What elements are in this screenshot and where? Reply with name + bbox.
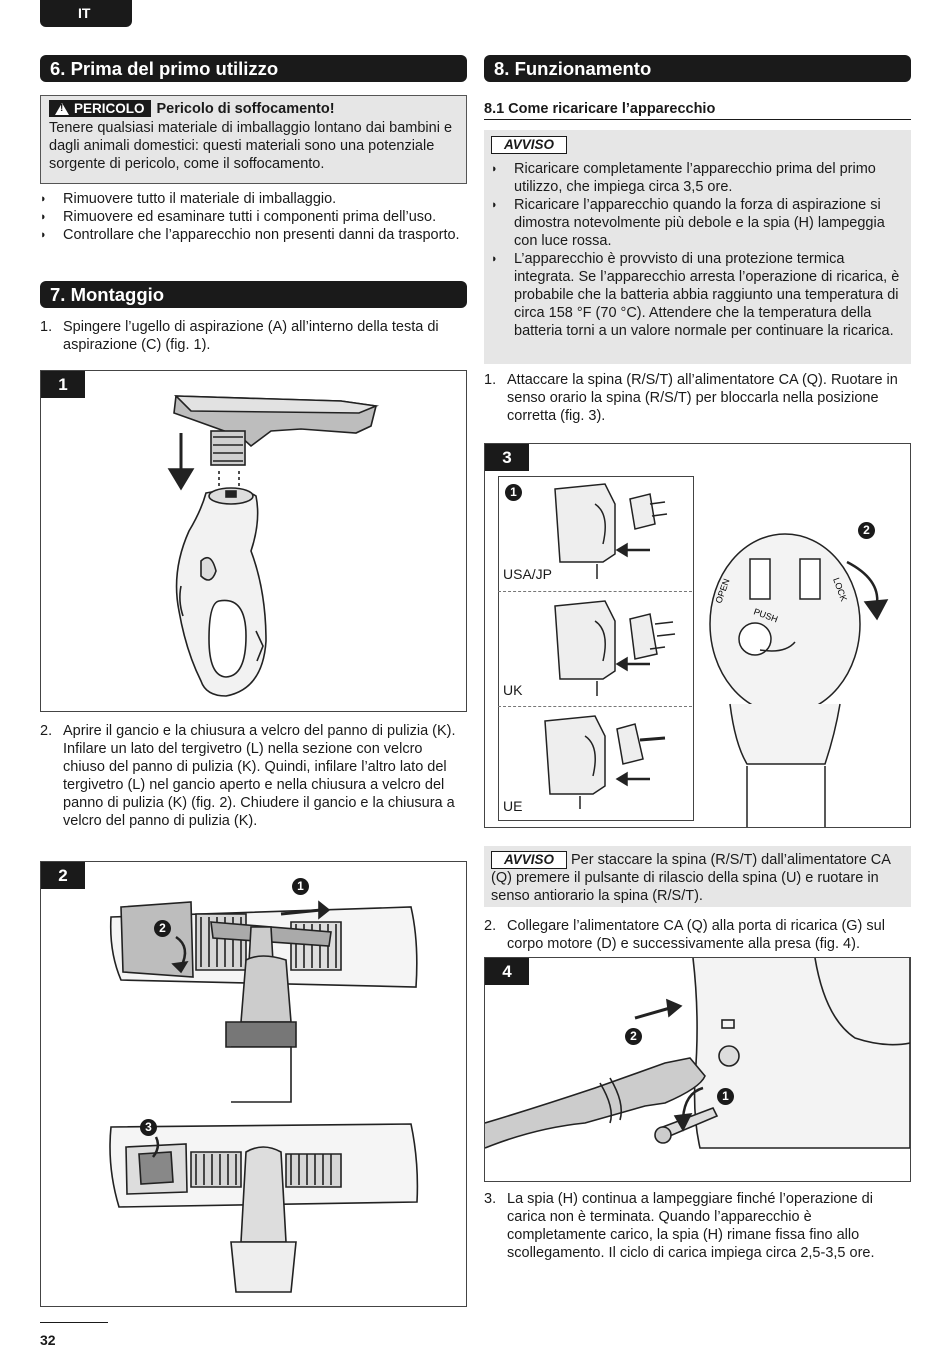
figure-tag: 1 — [41, 371, 85, 398]
squeegee-cloth-illustration — [109, 900, 419, 1293]
plug-adapter-illustration: OPEN LOCK PUSH — [544, 483, 889, 827]
danger-box: PERICOLO Pericolo di soffocamento! Tener… — [40, 95, 467, 184]
page-number: 32 — [40, 1332, 56, 1348]
assembly-step-2: 2.Aprire il gancio e la chiusura a velcr… — [40, 723, 456, 829]
danger-badge: PERICOLO — [49, 100, 151, 117]
step-text: Collegare l’alimentatore CA (Q) alla por… — [507, 918, 885, 952]
figure-4: 4 2 1 — [484, 957, 911, 1182]
step-marker-1: 1 — [505, 484, 522, 501]
subsection-8-1-heading: 8.1 Come ricaricare l’apparecchio — [484, 101, 911, 120]
section-8-heading: 8. Funzionamento — [484, 55, 911, 82]
notice-box-charging: AVVISO Ricaricare completamente l’appare… — [484, 130, 911, 364]
notice-label: AVVISO — [491, 136, 568, 154]
step-text: Spingere l’ugello di aspirazione (A) all… — [63, 319, 439, 353]
list-item: L’apparecchio è provvisto di una protezi… — [491, 250, 904, 340]
warning-icon — [55, 102, 69, 115]
step-text: La spia (H) continua a lampeggiare finch… — [507, 1191, 875, 1261]
list-item: Ricaricare l’apparecchio quando la forza… — [491, 196, 904, 250]
notice-text: Per staccare la spina (R/S/T) dall’alime… — [491, 852, 891, 904]
danger-title: Pericolo di soffocamento! — [156, 100, 335, 117]
list-item: Rimuovere tutto il materiale di imballag… — [40, 190, 467, 208]
step-marker-2: 2 — [154, 920, 171, 937]
figure-tag: 4 — [485, 958, 529, 985]
step-marker-2: 2 — [625, 1028, 642, 1045]
list-item: Controllare che l’apparecchio non presen… — [40, 226, 467, 244]
step-marker-1: 1 — [292, 878, 309, 895]
plug-variants-panel — [498, 476, 694, 821]
section-6-heading: 6. Prima del primo utilizzo — [40, 55, 467, 82]
figure-1: 1 — [40, 370, 467, 712]
step-marker-2: 2 — [858, 522, 875, 539]
charging-connection-illustration — [484, 957, 911, 1149]
step-marker-1: 1 — [717, 1088, 734, 1105]
charging-step-1: 1.Attaccare la spina (R/S/T) all’aliment… — [484, 372, 898, 424]
figure-tag: 2 — [41, 862, 85, 889]
figure-3: 3 — [484, 443, 911, 828]
language-label: IT — [78, 5, 91, 21]
list-item: Rimuovere ed esaminare tutti i component… — [40, 208, 467, 226]
prep-bullet-list: Rimuovere tutto il materiale di imballag… — [40, 190, 467, 244]
charging-step-3: 3.La spia (H) continua a lampeggiare fin… — [484, 1191, 875, 1261]
nozzle-assembly-illustration — [167, 395, 380, 697]
step-text: Aprire il gancio e la chiusura a velcro … — [63, 723, 456, 829]
footer-rule — [40, 1322, 108, 1323]
notice-label: AVVISO — [491, 851, 568, 869]
step-text: Attaccare la spina (R/S/T) all’alimentat… — [507, 372, 898, 424]
section-7-heading: 7. Montaggio — [40, 281, 467, 308]
figure-2: 2 — [40, 861, 467, 1307]
charging-step-2: 2.Collegare l’alimentatore CA (Q) alla p… — [484, 918, 885, 952]
notice-bullet-list: Ricaricare completamente l’apparecchio p… — [491, 160, 904, 340]
step-marker-3: 3 — [140, 1119, 157, 1136]
danger-text: Tenere qualsiasi materiale di imballaggi… — [49, 120, 453, 172]
figure-tag: 3 — [485, 444, 529, 471]
list-item: Ricaricare completamente l’apparecchio p… — [491, 160, 904, 196]
region-label-eu: UE — [503, 798, 523, 814]
region-label-uk: UK — [503, 682, 523, 698]
region-label-usa-jp: USA/JP — [503, 566, 553, 582]
language-tab: IT — [40, 0, 132, 27]
assembly-step-1: 1.Spingere l’ugello di aspirazione (A) a… — [40, 319, 439, 353]
